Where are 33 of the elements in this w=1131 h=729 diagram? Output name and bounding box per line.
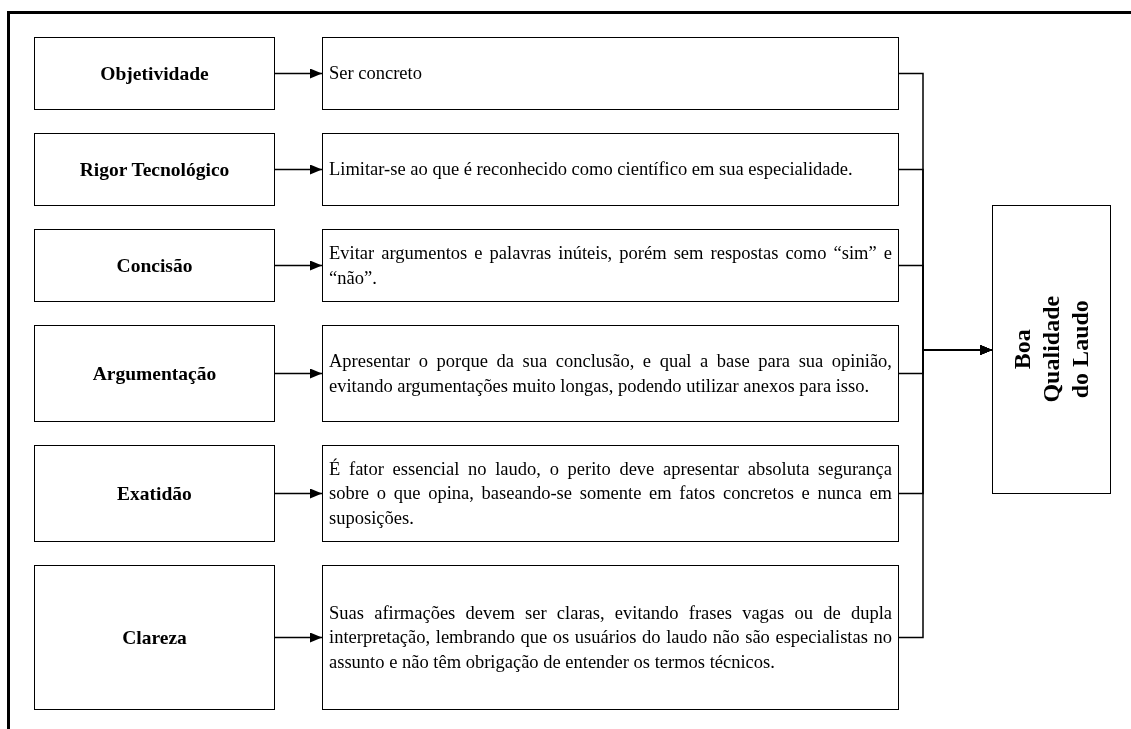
- arrow: [274, 488, 323, 499]
- arrow: [274, 164, 323, 175]
- description-text: Limitar-se ao que é reconhecido como científico em sua especialidade.: [329, 158, 854, 182]
- description-box: [322, 565, 899, 710]
- category-box: [34, 325, 275, 422]
- category-box: [34, 133, 275, 206]
- category-box: [34, 37, 275, 110]
- category-box: [34, 445, 275, 542]
- category-label: Objetividade: [100, 61, 209, 86]
- description-text: É fator essencial no laudo, o perito deve apresentar absoluta segurança sobre o que opina, baseando-se somente em fatos concretos e nunca em suposições.: [329, 457, 892, 530]
- category-label: Concisão: [116, 253, 193, 278]
- description-text: Apresentar o porque da sua conclusão, e qual a base para sua opinião, evitando argumentações muito longas, podendo utilizar anexos para isso.: [329, 350, 892, 398]
- category-box: [34, 565, 275, 710]
- result-box: [992, 205, 1111, 494]
- arrow: [274, 632, 323, 643]
- arrow: [274, 260, 323, 271]
- category-label: Argumentação: [92, 361, 217, 386]
- description-box: [322, 37, 899, 110]
- description-box: [322, 325, 899, 422]
- category-box: [34, 229, 275, 302]
- result-label: Boa Qualidade do Laudo: [1008, 295, 1094, 404]
- arrow: [274, 68, 323, 79]
- category-label: Clareza: [122, 625, 187, 650]
- arrow: [274, 368, 323, 379]
- arrow: [898, 345, 993, 639]
- description-box: [322, 445, 899, 542]
- description-text: Suas afirmações devem ser claras, evitando frases vagas ou de dupla interpretação, lembrando que os usuários do laudo não são especialistas no assunto e não têm obrigação de entender os termos técnicos.: [329, 602, 892, 674]
- description-text: Ser concreto: [329, 62, 423, 86]
- category-label: Exatidão: [117, 481, 192, 506]
- description-box: [322, 133, 899, 206]
- description-text: Evitar argumentos e palavras inúteis, porém sem respostas como “sim” e “não”.: [329, 242, 892, 290]
- description-box: [322, 229, 899, 302]
- category-label: Rigor Tecnológico: [79, 157, 230, 182]
